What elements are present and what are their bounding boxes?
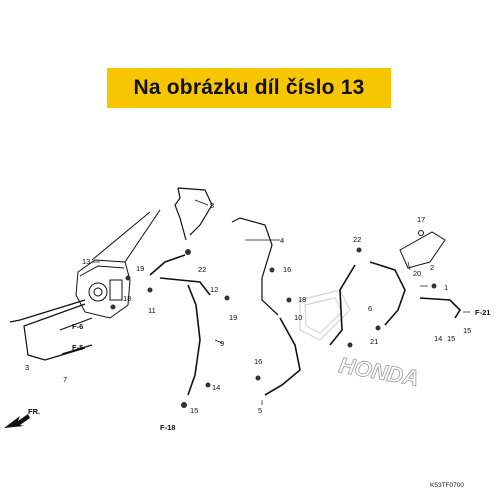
part-label: 22 xyxy=(198,265,206,274)
front-arrow-icon xyxy=(4,414,30,428)
part-label: 15 xyxy=(190,406,198,415)
part-label: 21 xyxy=(370,337,378,346)
ref-label: F-6 xyxy=(72,322,83,331)
part-label: 7 xyxy=(63,375,67,384)
part-label: 18 xyxy=(298,295,306,304)
front-arrow-label: FR. xyxy=(28,407,40,416)
part-label: 13 xyxy=(82,257,90,266)
part-label: 5 xyxy=(258,406,262,415)
ref-label: F-5 xyxy=(72,343,83,352)
brake-pipes-left xyxy=(9,299,93,361)
ref-label: F-18 xyxy=(160,423,175,432)
abs-modulator xyxy=(75,209,161,319)
part-label: 20 xyxy=(413,269,421,278)
part-label: 10 xyxy=(294,313,302,322)
honda-watermark-text: HONDA xyxy=(337,352,421,391)
part-label: 19 xyxy=(136,264,144,273)
honda-watermark xyxy=(299,289,351,341)
banner-text: Na obrázku díl číslo 13 xyxy=(133,76,365,99)
part-label: 6 xyxy=(368,304,372,313)
brake-hose-5 xyxy=(264,317,301,396)
part-labels: 1 2 3 4 5 6 7 8 9 10 11 12 13 14 14 15 1… xyxy=(25,201,471,415)
diagram-code: K53TF0700 xyxy=(430,482,464,489)
part-label: 15 xyxy=(463,326,471,335)
part-label: 11 xyxy=(148,306,156,315)
part-label: 17 xyxy=(417,215,425,224)
part-label: 2 xyxy=(430,263,434,272)
brake-pipe-4 xyxy=(231,217,279,316)
part-label: 15 xyxy=(447,334,455,343)
part-label: 16 xyxy=(254,357,262,366)
bolts xyxy=(110,247,437,408)
part-label: 16 xyxy=(283,265,291,274)
cover-part xyxy=(399,230,446,269)
brake-pipe-8 xyxy=(174,187,213,241)
part-label: 14 xyxy=(212,383,220,392)
part-label: 14 xyxy=(434,334,442,343)
reference-labels: F-6 F-5 F-18 F-21 xyxy=(72,308,490,432)
part-label: 4 xyxy=(280,236,284,245)
part-label: 8 xyxy=(210,201,214,210)
brake-hose-6 xyxy=(329,261,462,346)
part-label: 18 xyxy=(123,294,131,303)
part-label: 22 xyxy=(353,235,361,244)
part-label: 12 xyxy=(210,285,218,294)
part-label: 19 xyxy=(229,313,237,322)
leader-lines xyxy=(92,199,470,405)
part-label: 1 xyxy=(444,283,448,292)
ref-label: F-21 xyxy=(475,308,490,317)
part-label: 9 xyxy=(220,339,224,348)
part-label: 3 xyxy=(25,363,29,372)
highlight-banner: Na obrázku díl číslo 13 xyxy=(107,68,391,108)
brake-hose-9 xyxy=(149,254,211,396)
